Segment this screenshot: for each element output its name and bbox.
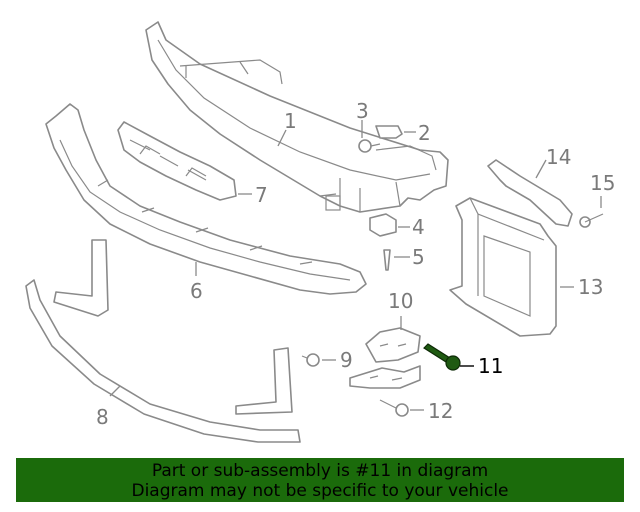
part-1-reinforcement-beam[interactable] [145, 21, 449, 213]
part-12-bolt[interactable] [379, 399, 409, 417]
part-10-bracket-assembly[interactable] [349, 327, 421, 389]
part-7-energy-absorber[interactable] [117, 121, 237, 201]
callout-2: 2 [418, 121, 431, 145]
notice-line-2: Diagram may not be specific to your vehi… [131, 481, 509, 501]
part-8-lower-trim[interactable] [25, 239, 301, 443]
parts-diagram: 1 2 3 4 5 6 7 8 9 10 11 12 13 14 15 [25, 21, 615, 443]
part-9-bolt[interactable] [301, 353, 320, 367]
notice-line-1: Part or sub-assembly is #11 in diagram [151, 461, 489, 481]
callout-10: 10 [388, 289, 413, 313]
part-2-clip[interactable] [375, 125, 403, 139]
callout-12: 12 [428, 399, 453, 423]
leader-lines [109, 120, 602, 411]
part-4-block[interactable] [369, 213, 397, 237]
callout-6: 6 [190, 279, 203, 303]
callout-5: 5 [412, 245, 425, 269]
callout-15: 15 [590, 171, 615, 195]
part-6-lower-absorber[interactable] [45, 103, 367, 295]
callout-7: 7 [255, 183, 268, 207]
part-13-module-housing[interactable] [449, 197, 557, 337]
part-5-rivet[interactable] [383, 249, 391, 271]
callout-11: 11 [478, 354, 503, 378]
callout-13: 13 [578, 275, 603, 299]
part-15-bolt[interactable] [579, 213, 604, 228]
callout-1: 1 [284, 109, 297, 133]
part-11-bolt-highlighted[interactable] [423, 343, 461, 371]
notice-banner: Part or sub-assembly is #11 in diagram D… [16, 458, 624, 502]
callout-3: 3 [356, 99, 369, 123]
callout-8: 8 [96, 405, 109, 429]
callout-14: 14 [546, 145, 571, 169]
callout-4: 4 [412, 215, 425, 239]
part-3-pin[interactable] [358, 139, 381, 153]
callout-9: 9 [340, 348, 353, 372]
part-14-bracket[interactable] [487, 159, 573, 227]
